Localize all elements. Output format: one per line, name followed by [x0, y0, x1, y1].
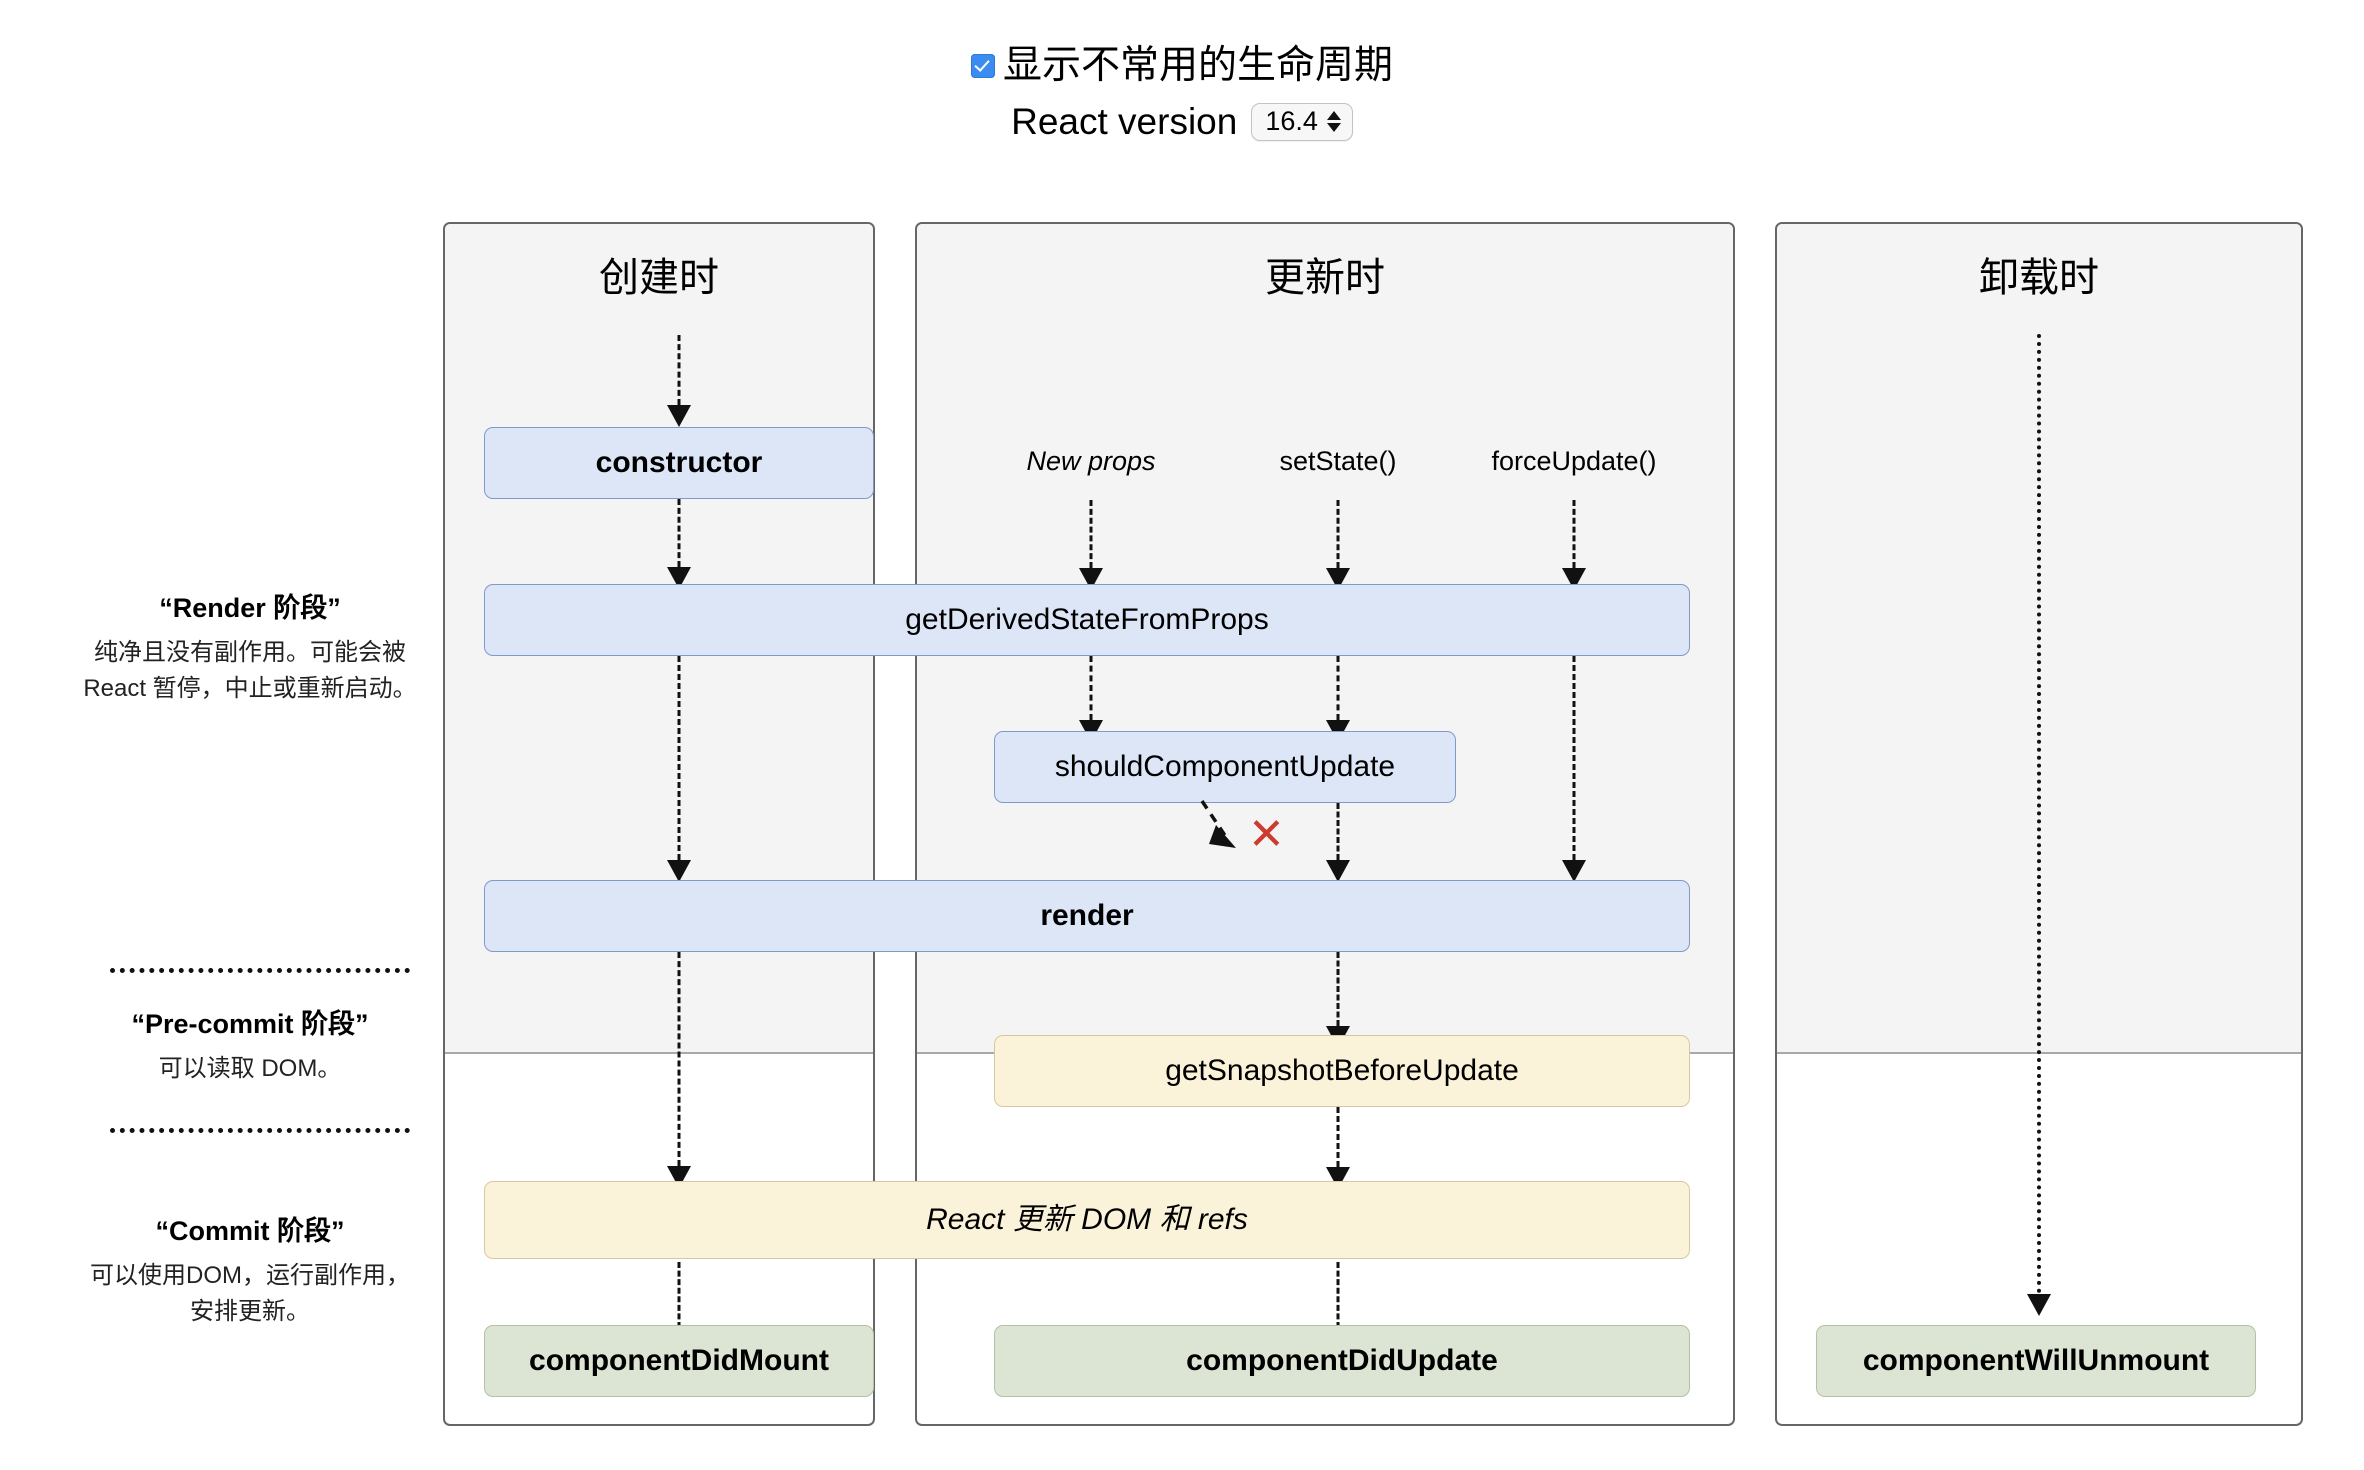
arrow-get-snapshot-to-dom-update	[1318, 1107, 1358, 1189]
arrow-set-state-to-gdsfp	[1318, 500, 1358, 590]
column-unmounting-title: 卸载时	[1979, 256, 2099, 300]
node-component-did-mount[interactable]: componentDidMount	[484, 1325, 874, 1397]
checkbox-checked-icon[interactable]	[970, 53, 995, 78]
node-constructor[interactable]: constructor	[484, 427, 874, 499]
phase-pre-commit-title: “Pre-commit 阶段”	[131, 1009, 369, 1039]
phase-divider-top	[110, 968, 410, 973]
arrow-scu-true-to-render	[1318, 803, 1358, 882]
phase-divider-bottom	[110, 1128, 410, 1133]
react-version-label: React version	[1011, 101, 1238, 142]
column-mounting-title: 创建时	[599, 256, 719, 300]
arrow-render-to-get-snapshot	[1318, 952, 1358, 1048]
react-version-row: React version 16.4	[0, 101, 2364, 143]
react-version-value: 16.4	[1265, 106, 1318, 136]
node-component-will-unmount[interactable]: componentWillUnmount	[1816, 1325, 2256, 1397]
arrow-unmounting-to-will-unmount	[2019, 334, 2059, 1316]
node-get-derived-state-from-props[interactable]: getDerivedStateFromProps	[484, 584, 1690, 656]
skip-render-branch: ✕	[1190, 795, 1330, 885]
phase-render-title: “Render 阶段”	[159, 593, 341, 623]
phase-commit-desc: 可以使用DOM，运行副作用，安排更新。	[90, 1261, 410, 1325]
node-get-snapshot-before-update[interactable]: getSnapshotBeforeUpdate	[994, 1035, 1690, 1107]
arrow-constructor-to-gdsfp	[659, 499, 699, 589]
arrow-force-update-bypass-to-render	[1554, 656, 1594, 882]
arrow-to-constructor	[659, 335, 699, 427]
diagram-header: 显示不常用的生命周期 React version 16.4	[0, 0, 2364, 143]
arrow-new-props-to-gdsfp	[1071, 500, 1111, 590]
node-component-did-update[interactable]: componentDidUpdate	[994, 1325, 1690, 1397]
phase-legend-render: “Render 阶段” 纯净且没有副作用。可能会被 React 暂停，中止或重新…	[80, 592, 420, 707]
phase-render-desc: 纯净且没有副作用。可能会被 React 暂停，中止或重新启动。	[83, 638, 417, 702]
phase-legend-pre-commit: “Pre-commit 阶段” 可以读取 DOM。	[80, 1008, 420, 1087]
trigger-force-update: forceUpdate()	[1491, 446, 1657, 476]
arrow-mounting-to-render	[659, 647, 699, 882]
arrow-force-update-to-render	[1554, 500, 1594, 590]
phase-pre-commit-desc: 可以读取 DOM。	[158, 1054, 342, 1082]
trigger-set-state: setState()	[1279, 446, 1397, 476]
phase-commit-title: “Commit 阶段”	[155, 1216, 345, 1246]
arrow-gdsfp-to-scu-right	[1318, 656, 1358, 742]
skip-render-x-mark: ✕	[1248, 809, 1285, 860]
arrow-gdsfp-to-scu-left	[1071, 656, 1111, 742]
show-uncommon-lifecycles-row[interactable]: 显示不常用的生命周期	[0, 46, 2364, 85]
node-should-component-update[interactable]: shouldComponentUpdate	[994, 731, 1456, 803]
phase-legend-commit: “Commit 阶段” 可以使用DOM，运行副作用，安排更新。	[80, 1215, 420, 1330]
arrow-mounting-render-to-dom	[659, 943, 699, 1188]
stepper-arrows-icon[interactable]	[1326, 111, 1341, 132]
column-updating-title: 更新时	[1265, 256, 1385, 300]
node-react-updates-dom-and-refs[interactable]: React 更新 DOM 和 refs	[484, 1181, 1690, 1259]
node-render[interactable]: render	[484, 880, 1690, 952]
show-uncommon-lifecycles-label: 显示不常用的生命周期	[1002, 44, 1393, 87]
react-version-select[interactable]: 16.4	[1251, 103, 1353, 141]
skip-render-arrow-icon	[1200, 800, 1236, 848]
trigger-new-props: New props	[1026, 446, 1156, 476]
